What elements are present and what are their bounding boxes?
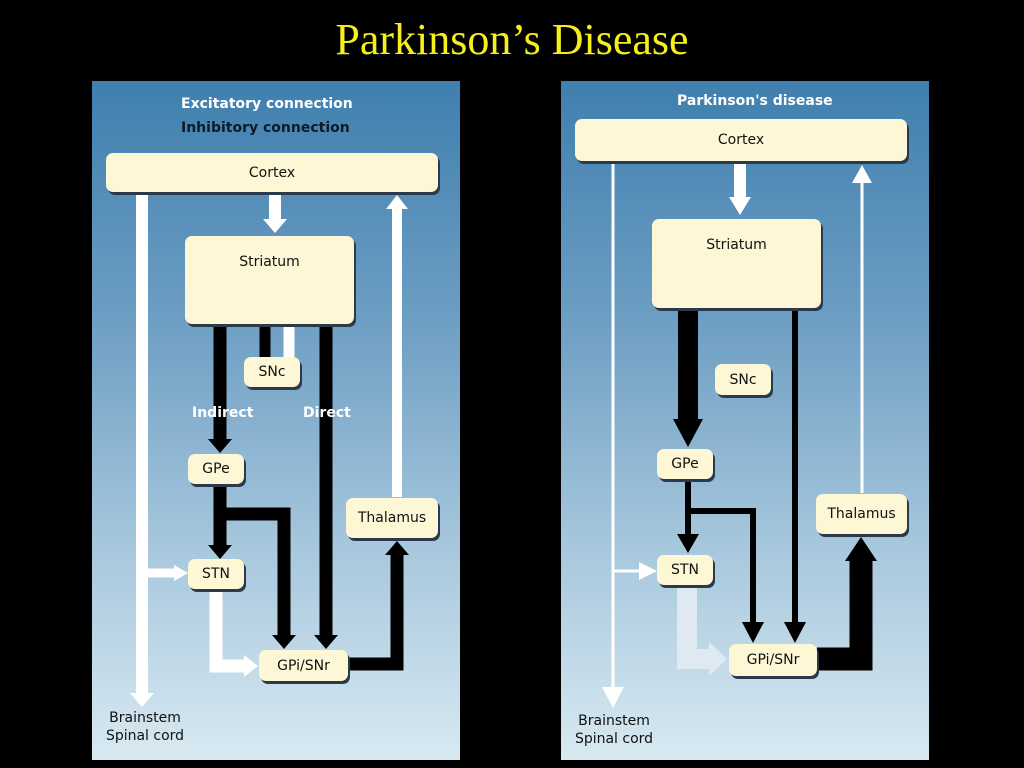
gpe-box: GPe [657, 449, 713, 479]
legend-inhibitory: Inhibitory connection [181, 120, 350, 136]
arrow-gpe-to-gpi [688, 508, 756, 624]
cortex-box: Cortex [106, 153, 438, 192]
slide-title: Parkinson’s Disease [335, 15, 689, 64]
spinal-cord-label: Spinal cord [105, 728, 185, 744]
gpi-snr-box: GPi/SNr [259, 650, 348, 681]
direct-label: Direct [303, 405, 351, 421]
striatum-box: Striatum [185, 236, 354, 324]
arrow-gpi-to-thalamus [348, 553, 404, 671]
thalamus-box: Thalamus [346, 498, 438, 538]
stn-box: STN [657, 555, 713, 585]
condition-heading: Parkinson's disease [677, 93, 833, 109]
arrow-gpi-to-thalamus [817, 559, 873, 671]
gpi-snr-box: GPi/SNr [729, 644, 817, 676]
parkinsons-circuit-diagram: Parkinson's disease Cortex Striatum SNc … [561, 81, 929, 760]
parkinsons-circuit-arrows [602, 163, 877, 708]
brainstem-label: Brainstem [578, 713, 650, 729]
thalamus-box: Thalamus [816, 494, 907, 534]
striatum-box: Striatum [652, 219, 821, 308]
gpe-box: GPe [188, 454, 244, 484]
normal-circuit-diagram: Excitatory connection Inhibitory connect… [92, 81, 460, 760]
brainstem-label: Brainstem [109, 710, 181, 726]
spinal-cord-label: Spinal cord [574, 731, 654, 747]
indirect-label: Indirect [192, 405, 254, 421]
arrow-stn-to-gpi [209, 591, 246, 673]
snc-box: SNc [715, 364, 771, 395]
legend-excitatory: Excitatory connection [181, 96, 353, 112]
cortex-box: Cortex [575, 119, 907, 161]
snc-box: SNc [244, 357, 300, 387]
stn-box: STN [188, 559, 244, 589]
arrow-gpe-to-gpi [220, 507, 291, 637]
arrow-stn-to-gpi [677, 586, 711, 669]
